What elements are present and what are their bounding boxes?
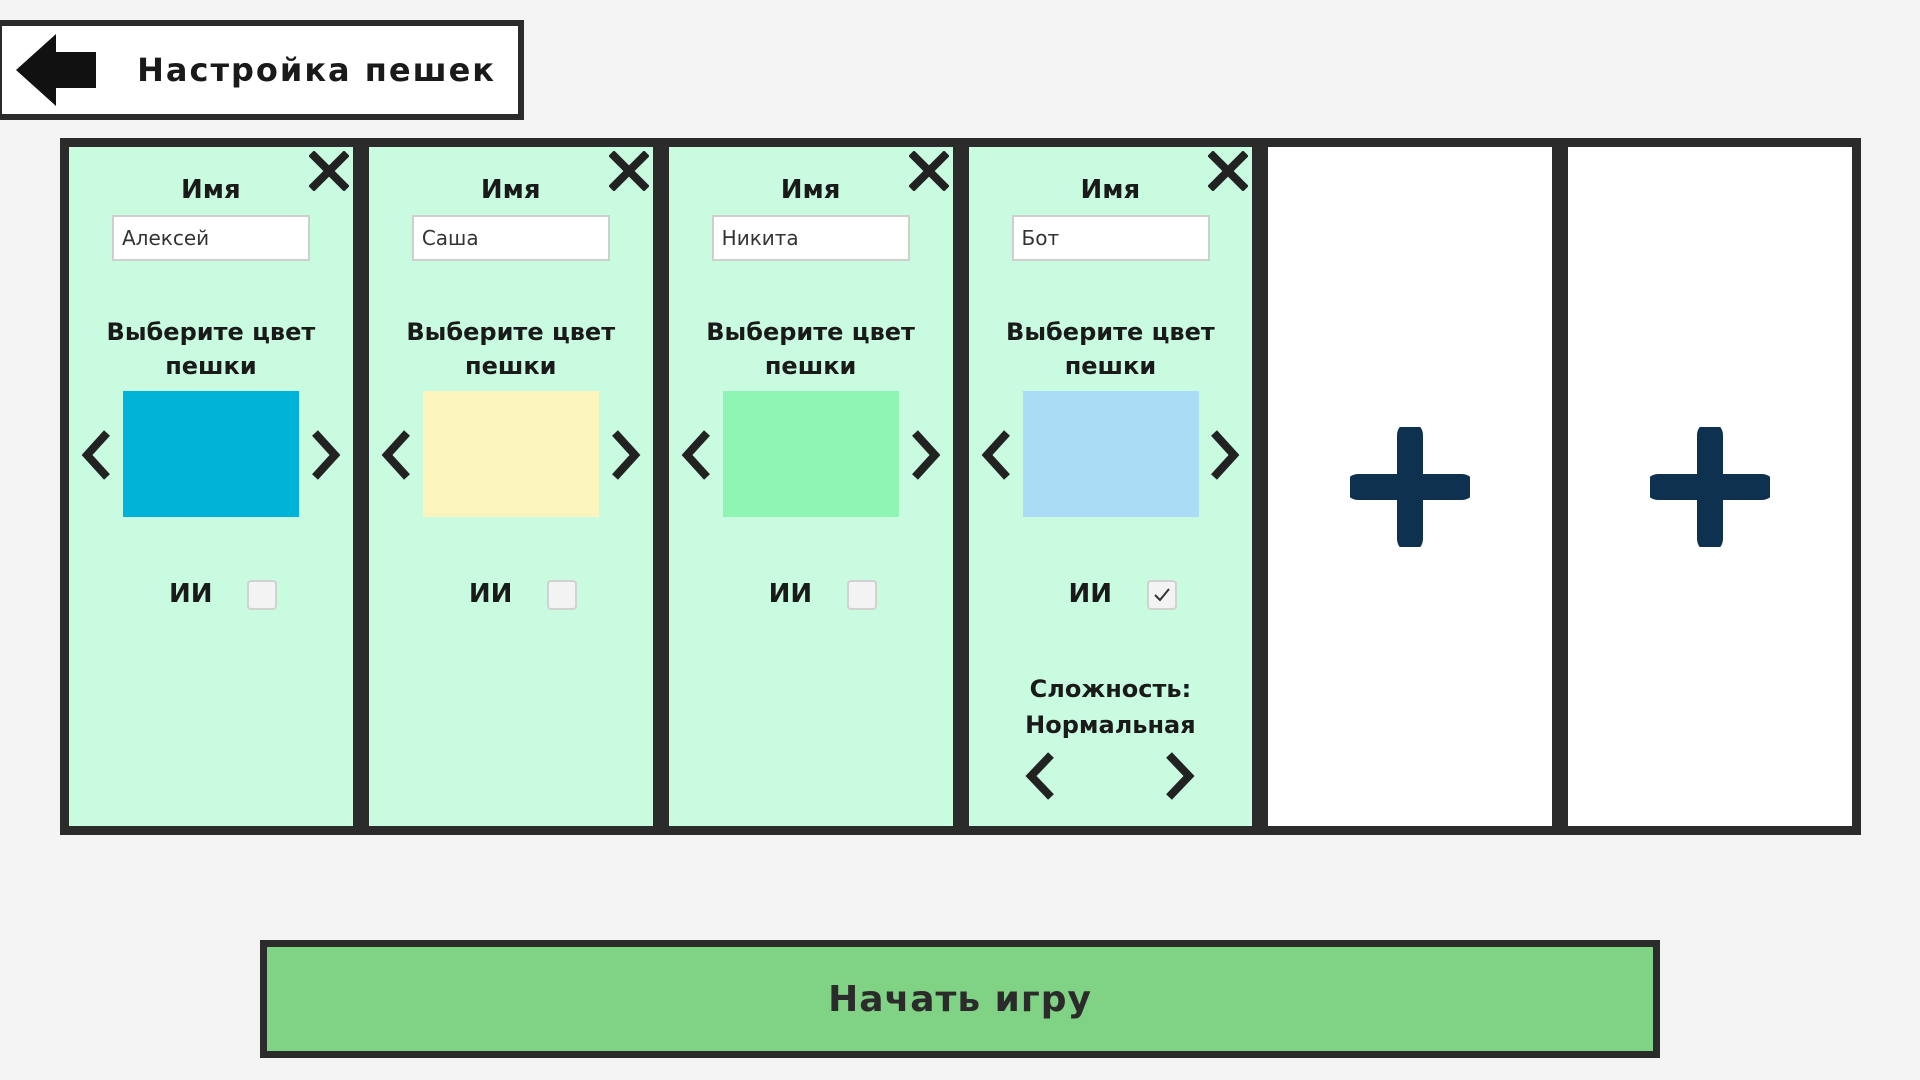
color-prev-button[interactable] — [377, 427, 417, 483]
close-icon — [607, 150, 650, 192]
chevron-left-icon — [681, 430, 710, 480]
add-player-slot[interactable] — [1268, 147, 1553, 826]
chevron-left-icon — [381, 430, 410, 480]
name-input[interactable] — [1011, 215, 1210, 261]
ai-row: ИИ — [369, 577, 653, 617]
close-icon — [907, 150, 950, 192]
name-label: Имя — [780, 175, 841, 205]
name-input[interactable] — [112, 215, 310, 261]
ai-checkbox[interactable] — [1146, 580, 1177, 610]
color-swatch — [123, 391, 299, 517]
color-next-button[interactable] — [305, 427, 345, 483]
color-next-button[interactable] — [605, 427, 645, 483]
ai-label: ИИ — [768, 579, 813, 609]
difficulty-prev-button[interactable] — [1021, 749, 1061, 803]
ai-checkbox[interactable] — [247, 580, 277, 610]
plus-icon — [1650, 426, 1771, 547]
close-icon — [308, 150, 350, 192]
chevron-right-icon — [311, 430, 341, 480]
remove-player-button[interactable] — [607, 150, 650, 192]
page-title: Настройка пешек — [137, 51, 496, 89]
add-player-slot[interactable] — [1568, 147, 1852, 826]
difficulty-label: Сложность: Нормальная — [969, 671, 1253, 743]
name-input[interactable] — [711, 215, 910, 261]
header-bar: Настройка пешек — [0, 20, 524, 120]
ai-row: ИИ — [669, 577, 953, 617]
color-label: Выберите цвет пешки — [106, 318, 316, 380]
players-panel: Имя Выберите цвет пешки ИИ Имя В — [60, 138, 1861, 835]
player-card-4: Имя Выберите цвет пешки ИИ Сложность: Но… — [968, 147, 1253, 826]
color-label: Выберите цвет пешки — [1006, 318, 1215, 380]
arrow-left-icon — [16, 34, 96, 106]
color-next-button[interactable] — [1204, 427, 1244, 483]
name-label: Имя — [181, 175, 241, 205]
color-swatch — [422, 391, 599, 517]
difficulty-next-button[interactable] — [1159, 749, 1199, 803]
color-swatch — [722, 391, 899, 517]
chevron-right-icon — [611, 430, 641, 480]
back-button[interactable] — [16, 34, 96, 106]
start-game-button[interactable]: Начать игру — [260, 940, 1660, 1058]
ai-checkbox[interactable] — [846, 580, 877, 610]
remove-player-button[interactable] — [308, 150, 350, 192]
chevron-left-icon — [981, 430, 1010, 480]
ai-row: ИИ — [969, 577, 1253, 617]
remove-player-button[interactable] — [907, 150, 950, 192]
name-input[interactable] — [411, 215, 610, 261]
chevron-right-icon — [911, 430, 940, 480]
color-label: Выберите цвет пешки — [406, 318, 616, 380]
player-card-1: Имя Выберите цвет пешки ИИ — [69, 147, 353, 826]
chevron-left-icon — [81, 430, 110, 480]
color-prev-button[interactable] — [677, 427, 717, 483]
ai-label: ИИ — [468, 579, 513, 609]
name-label: Имя — [1080, 175, 1141, 205]
plus-icon — [1350, 426, 1471, 547]
checkmark-icon — [1153, 588, 1170, 602]
name-label: Имя — [480, 175, 541, 205]
ai-row: ИИ — [69, 577, 353, 617]
color-prev-button[interactable] — [77, 427, 117, 483]
color-prev-button[interactable] — [977, 427, 1017, 483]
player-card-2: Имя Выберите цвет пешки ИИ — [368, 147, 653, 826]
close-icon — [1207, 150, 1249, 192]
player-card-3: Имя Выберите цвет пешки ИИ — [668, 147, 953, 826]
ai-label: ИИ — [1068, 579, 1113, 609]
remove-player-button[interactable] — [1207, 150, 1249, 192]
chevron-right-icon — [1165, 752, 1195, 800]
ai-checkbox[interactable] — [546, 580, 577, 610]
color-next-button[interactable] — [905, 427, 945, 483]
color-label: Выберите цвет пешки — [706, 318, 915, 380]
ai-label: ИИ — [169, 579, 213, 609]
difficulty-value: Нормальная — [1025, 711, 1196, 739]
difficulty-title: Сложность: — [1029, 675, 1192, 703]
color-swatch — [1022, 391, 1199, 517]
chevron-right-icon — [1211, 430, 1240, 480]
chevron-left-icon — [1024, 752, 1054, 800]
